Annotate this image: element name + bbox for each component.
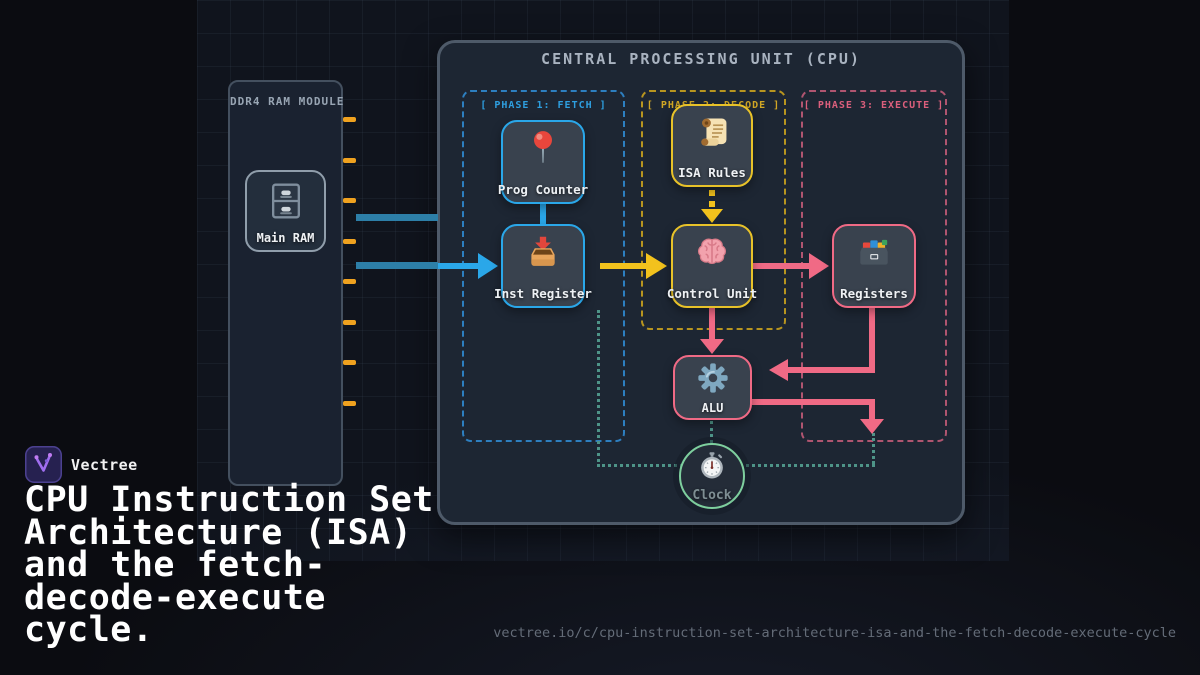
stopwatch-icon <box>701 452 723 479</box>
cu-to-registers-arrowhead <box>809 253 829 279</box>
alu-output-horizontal <box>752 399 873 405</box>
ir-to-cu-arrowhead <box>646 252 667 279</box>
brain-icon <box>698 238 726 265</box>
ram-pin <box>343 198 356 203</box>
ram-bus-line-upper <box>356 214 438 221</box>
card-file-box-icon <box>860 239 888 265</box>
cu-to-registers-arrow-shaft <box>753 263 811 269</box>
alu-output-vertical <box>869 399 875 421</box>
prog-counter-label: Prog Counter <box>497 182 589 197</box>
main-ram-label: Main RAM <box>256 231 315 245</box>
vectree-logo-icon <box>25 446 62 483</box>
cu-to-alu-arrowhead <box>700 339 724 354</box>
isa-rules-node: ISA Rules <box>671 104 753 187</box>
ram-pin <box>343 320 356 325</box>
ram-module-panel: DDR4 RAM MODULE Main RAM <box>228 80 343 486</box>
alu-label: ALU <box>701 401 724 415</box>
control-unit-label: Control Unit <box>666 286 758 301</box>
ir-to-cu-arrow-shaft <box>600 263 648 269</box>
main-ram-node: Main RAM <box>245 170 326 252</box>
ram-bus-line-lower <box>356 262 438 269</box>
cpu-title: CENTRAL PROCESSING UNIT (CPU) <box>541 50 861 68</box>
registers-to-alu-horizontal <box>787 367 875 373</box>
footer-url: vectree.io/c/cpu-instruction-set-archite… <box>493 625 1176 641</box>
fetch-bus-arrow-shaft <box>438 263 480 269</box>
clock-signal-line <box>872 433 875 464</box>
phase-fetch-label: [ PHASE 1: FETCH ] <box>480 100 607 111</box>
inst-register-label: Inst Register <box>494 286 592 301</box>
registers-to-alu-arrowhead <box>769 359 788 381</box>
brand-name: Vectree <box>71 455 138 474</box>
isa-to-cu-dashed-shaft <box>709 190 715 211</box>
alu-output-arrowhead <box>860 419 884 434</box>
isa-rules-label: ISA Rules <box>678 165 746 180</box>
ram-pin <box>343 279 356 284</box>
prog-counter-node: Prog Counter <box>497 120 589 204</box>
cu-to-alu-arrow-shaft <box>709 307 715 341</box>
clock-node: Clock <box>679 443 745 509</box>
ram-pin <box>343 239 356 244</box>
inbox-tray-icon <box>531 236 555 266</box>
isa-to-cu-arrowhead <box>701 209 723 223</box>
ram-pin <box>343 360 356 365</box>
registers-node: Registers <box>832 224 916 308</box>
headline-title: CPU Instruction Set Architecture (ISA) a… <box>24 480 434 650</box>
registers-label: Registers <box>840 286 908 301</box>
ram-pin <box>343 401 356 406</box>
ram-pin <box>343 158 356 163</box>
clock-signal-line <box>710 421 713 443</box>
file-cabinet-icon <box>271 183 300 219</box>
alu-node: ALU <box>673 355 752 420</box>
pc-to-ir-connector <box>540 203 546 224</box>
brand: Vectree <box>25 446 138 483</box>
clock-label: Clock <box>692 488 732 503</box>
registers-to-alu-vertical <box>869 307 875 373</box>
inst-register-node: Inst Register <box>494 224 592 308</box>
gear-icon <box>697 363 728 393</box>
clock-signal-line <box>597 310 600 467</box>
pushpin-icon <box>534 131 552 163</box>
fetch-bus-arrowhead <box>478 253 498 279</box>
ram-pin <box>343 117 356 122</box>
scroll-icon <box>701 118 727 146</box>
ram-module-title: DDR4 RAM MODULE <box>230 95 345 108</box>
control-unit-node: Control Unit <box>667 224 757 308</box>
phase-execute-label: [ PHASE 3: EXECUTE ] <box>803 100 945 111</box>
